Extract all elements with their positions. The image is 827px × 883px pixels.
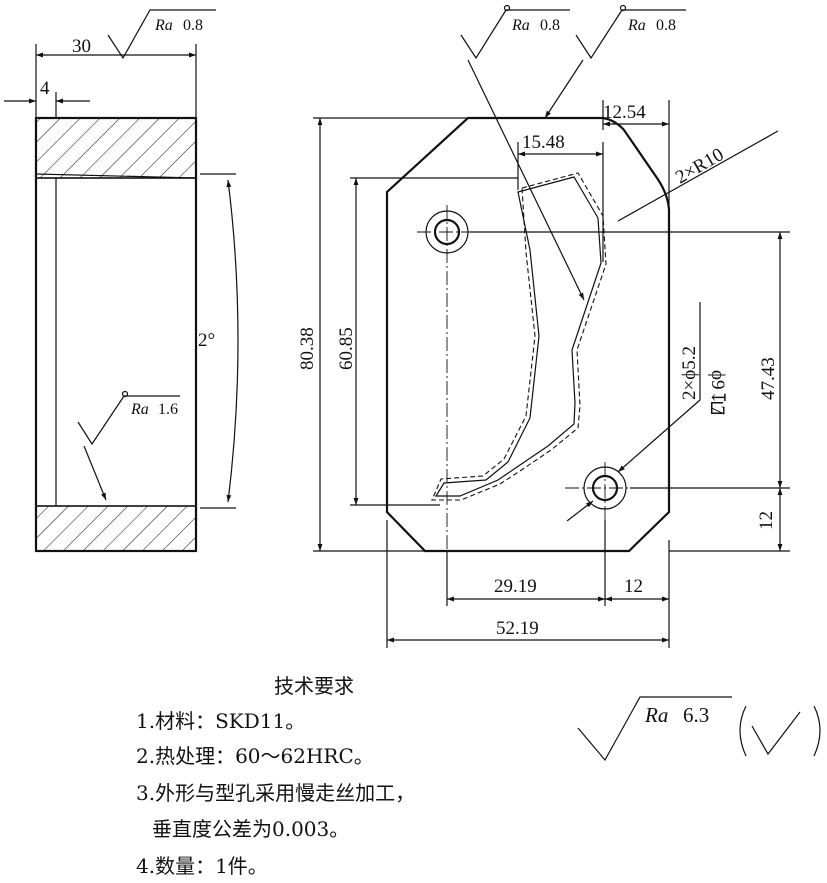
angle-arc	[226, 179, 239, 503]
note-line-2: 2.热处理：60～62HRC。	[136, 744, 374, 768]
side-section-view: 30 4 2° Ra 0.8 Ra 1.6	[4, 9, 239, 553]
front-view: 80.38 60.85 47.43 12 12.54 15.48 2×R10 2	[297, 4, 790, 648]
roughness-symbol-top-side: Ra 0.8	[107, 9, 216, 60]
general-roughness-symbol: Ra 6.3	[577, 696, 821, 762]
side-view-outline	[34, 116, 198, 553]
dim-width-overall: 52.19	[496, 618, 539, 639]
svg-text:0.8: 0.8	[183, 17, 203, 34]
hole-spec-line2: ϕ9↧7	[707, 370, 728, 415]
svg-text:Ra: Ra	[130, 401, 149, 418]
top-hatch	[35, 117, 197, 179]
dim-height-window: 60.85	[336, 327, 357, 370]
dim-taper-angle: 2°	[198, 330, 215, 351]
note-line-4: 垂直度公差为0.003。	[152, 817, 349, 841]
svg-text:1.6: 1.6	[158, 401, 178, 418]
plate-outline	[385, 116, 671, 553]
hole-upper	[425, 210, 469, 254]
roughness-symbol-inner: Ra 1.6	[77, 390, 180, 501]
notes-title: 技术要求	[274, 674, 354, 698]
radius-leader	[617, 130, 779, 222]
note-line-1: 1.材料：SKD11。	[136, 709, 305, 733]
dim-corner-radius: 2×R10	[672, 144, 727, 188]
technical-requirements: 技术要求 1.材料：SKD11。 2.热处理：60～62HRC。 3.外形与型孔…	[136, 674, 415, 878]
svg-text:Ra: Ra	[511, 17, 530, 34]
roughness-symbol-outer: Ra 0.8	[544, 4, 686, 119]
svg-text:Ra: Ra	[644, 703, 668, 727]
svg-text:0.8: 0.8	[540, 17, 560, 34]
svg-text:Ra: Ra	[627, 17, 646, 34]
svg-text:Ra: Ra	[154, 17, 173, 34]
dim-hole-edge-v: 12	[756, 511, 777, 530]
taper-edge	[35, 173, 197, 179]
dim-side-width: 30	[72, 36, 91, 57]
bottom-hatch	[35, 505, 197, 552]
dim-window-width: 15.48	[522, 132, 565, 153]
cavity-profile	[431, 172, 607, 501]
svg-text:0.8: 0.8	[656, 17, 676, 34]
hole-lower	[583, 466, 627, 510]
dim-hole-edge-h: 12	[624, 576, 643, 597]
note-line-3: 3.外形与型孔采用慢走丝加工，	[136, 781, 415, 805]
dim-chamfer-top: 12.54	[603, 102, 646, 123]
roughness-symbol-cavity: Ra 0.8	[460, 4, 585, 301]
note-line-5: 4.数量：1件。	[136, 854, 268, 878]
hole-spec-line1: 2×ϕ5.2	[679, 346, 700, 400]
svg-text:6.3: 6.3	[683, 703, 709, 727]
counterbore-symbol: ⊔	[706, 400, 727, 416]
dim-height-overall: 80.38	[297, 327, 318, 370]
dim-side-offset: 4	[40, 78, 50, 99]
dim-hole-spacing-v: 47.43	[758, 357, 779, 400]
dim-hole-spacing-h: 29.19	[494, 576, 537, 597]
